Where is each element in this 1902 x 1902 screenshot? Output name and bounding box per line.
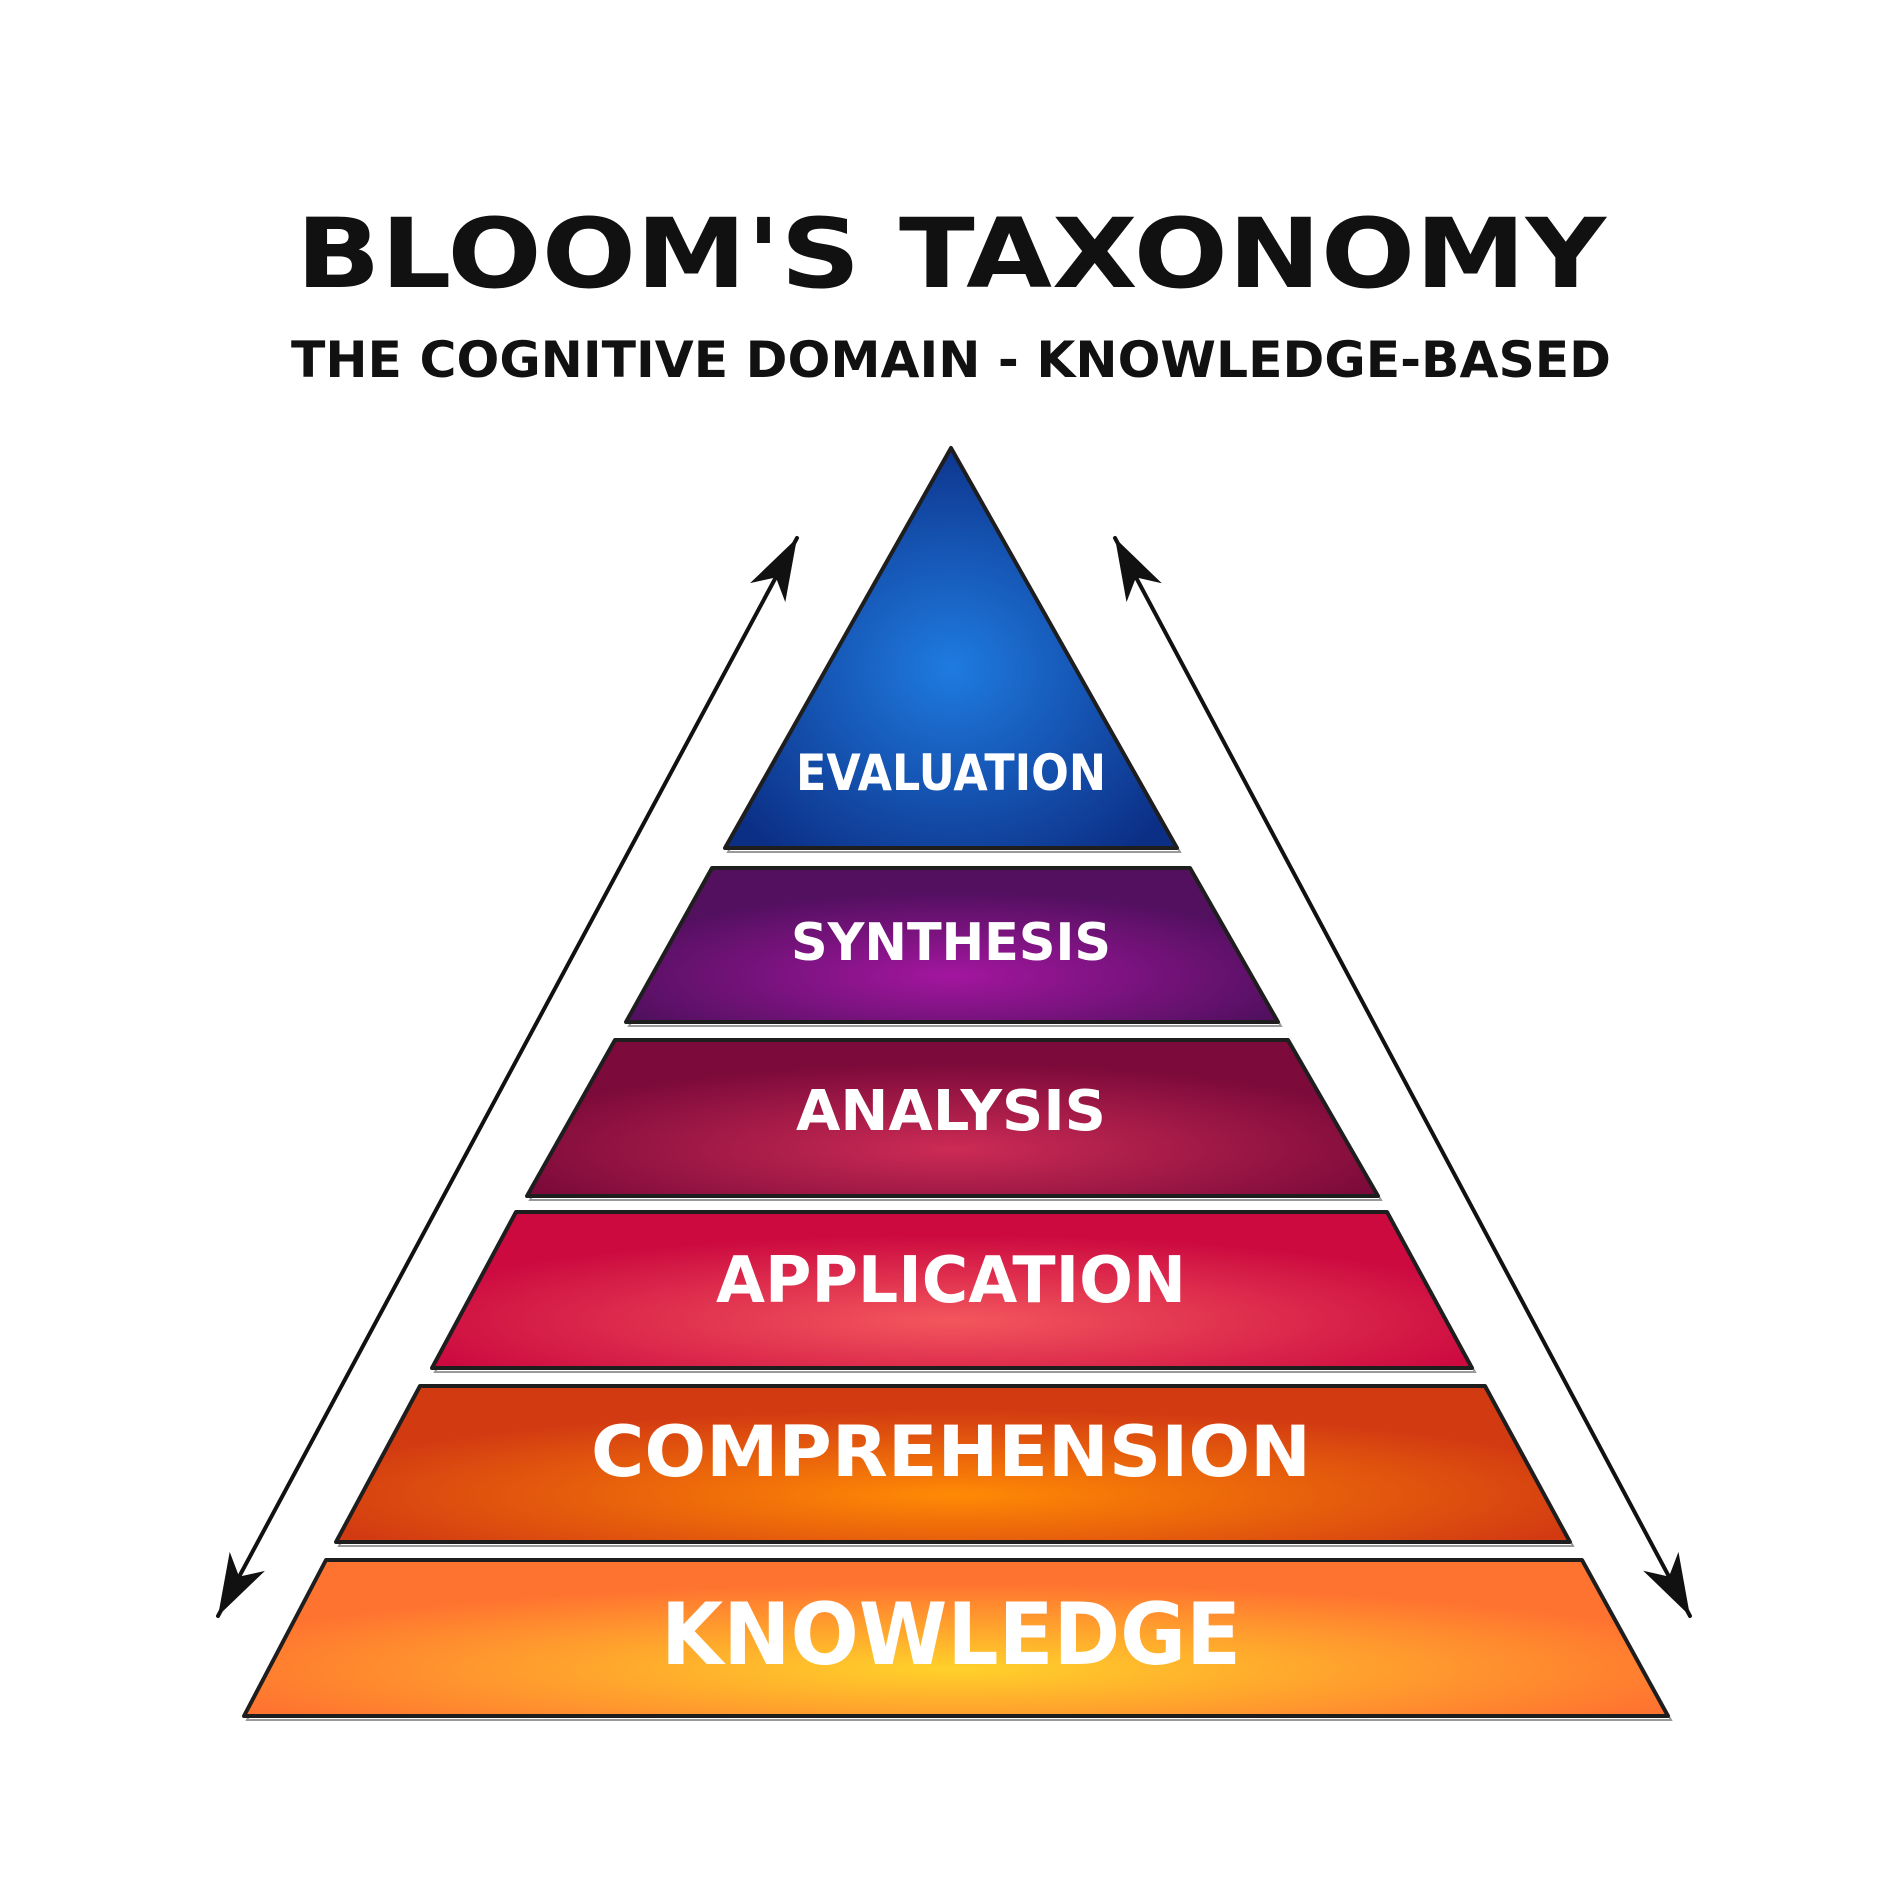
arrows-group bbox=[216, 536, 1692, 1618]
right-arrow-line bbox=[1113, 536, 1692, 1618]
level-shape-application bbox=[430, 1210, 1474, 1370]
level-shape-analysis bbox=[525, 1038, 1380, 1198]
right-arrow-head-up bbox=[1115, 538, 1162, 603]
level-label-comprehension: COMPREHENSION bbox=[591, 1411, 1311, 1493]
pyramid: EVALUATION SYNTHESIS ANALYSIS APPLICATION CO… bbox=[242, 446, 1673, 1721]
level-label-evaluation: EVALUATION bbox=[796, 744, 1106, 802]
level-label-application: APPLICATION bbox=[716, 1244, 1186, 1318]
right-arrow-head-down bbox=[1643, 1551, 1690, 1616]
level-shape-evaluation bbox=[723, 446, 1179, 850]
left-arrow-head-up bbox=[750, 538, 797, 603]
diagram-subtitle: THE COGNITIVE DOMAIN - KNOWLEDGE-BASED bbox=[291, 331, 1611, 389]
level-label-knowledge: KNOWLEDGE bbox=[661, 1585, 1241, 1685]
pyramid-level-comprehension: COMPREHENSION bbox=[334, 1384, 1575, 1547]
pyramid-level-analysis: ANALYSIS bbox=[525, 1038, 1383, 1201]
left-arrow-head-down bbox=[218, 1551, 265, 1616]
level-label-synthesis: SYNTHESIS bbox=[791, 913, 1111, 973]
diagram-title: BLOOM'S TAXONOMY bbox=[296, 198, 1608, 310]
pyramid-level-knowledge: KNOWLEDGE bbox=[242, 1558, 1673, 1721]
pyramid-level-evaluation: EVALUATION bbox=[723, 446, 1182, 853]
level-shape-synthesis bbox=[624, 866, 1280, 1024]
pyramid-level-application: APPLICATION bbox=[430, 1210, 1477, 1373]
level-shape-comprehension bbox=[334, 1384, 1572, 1544]
level-shape-knowledge bbox=[242, 1558, 1670, 1718]
left-arrow-line bbox=[216, 536, 799, 1618]
pyramid-level-synthesis: SYNTHESIS bbox=[624, 866, 1283, 1027]
level-label-analysis: ANALYSIS bbox=[796, 1079, 1106, 1144]
